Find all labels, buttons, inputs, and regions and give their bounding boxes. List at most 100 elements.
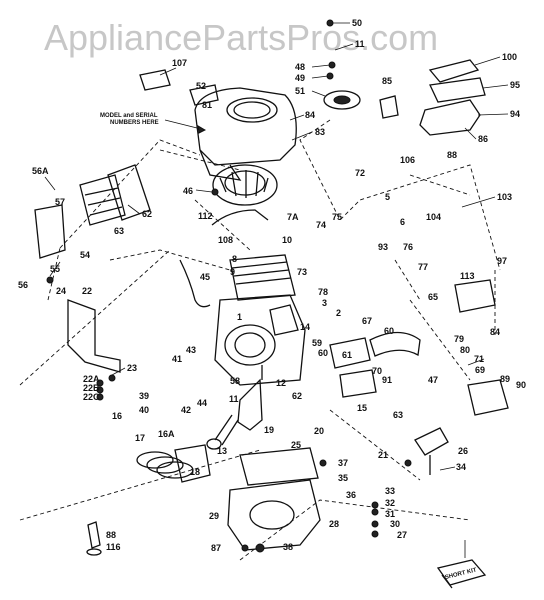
callout-label: 29 <box>209 511 219 521</box>
callout-label: 100 <box>502 52 517 62</box>
callout-label: 80 <box>460 345 470 355</box>
callout-label: 75 <box>332 212 342 222</box>
callout-label: 15 <box>357 403 367 413</box>
callout-label: 48 <box>295 62 305 72</box>
callout-label: 50 <box>352 18 362 28</box>
callout-label: 52 <box>196 81 206 91</box>
watermark: AppliancePartsPros.com <box>44 17 438 58</box>
callout-label: 35 <box>338 473 348 483</box>
callout-label: 85 <box>382 76 392 86</box>
callout-label: 42 <box>181 405 191 415</box>
callout-label: 6 <box>400 217 405 227</box>
callout-label: 84 <box>490 327 500 337</box>
callout-label: 108 <box>218 235 233 245</box>
callout-label: 62 <box>142 209 152 219</box>
callout-label: 88 <box>447 150 457 160</box>
callout-label: 9 <box>230 267 235 277</box>
callout-label: 23 <box>127 363 137 373</box>
callout-label: 61 <box>342 350 352 360</box>
callout-label: 16A <box>158 429 175 439</box>
callout-label: 26 <box>458 446 468 456</box>
callout-label: 65 <box>428 292 438 302</box>
callout-label: 27 <box>397 530 407 540</box>
callout-label: 22C <box>83 392 100 402</box>
callout-label: 71 <box>474 354 484 364</box>
callout-label: 69 <box>475 365 485 375</box>
callout-label: 11 <box>229 394 239 404</box>
callout-label: 67 <box>362 316 372 326</box>
callout-label: 81 <box>202 100 212 110</box>
callout-label: 25 <box>291 440 301 450</box>
callout-label: 84 <box>305 110 315 120</box>
model-note-line1: MODEL and SERIAL <box>100 113 158 119</box>
callout-label: 41 <box>172 354 182 364</box>
callout-label: 59 <box>312 338 322 348</box>
callout-label: 51 <box>295 86 305 96</box>
callout-label: 2 <box>336 308 341 318</box>
callout-label: 72 <box>355 168 365 178</box>
callout-label: 63 <box>114 226 124 236</box>
callout-label: 97 <box>497 256 507 266</box>
callout-label: 39 <box>139 391 149 401</box>
callout-label: 44 <box>197 398 207 408</box>
callout-label: 12 <box>276 378 286 388</box>
assembly-guide-lines <box>19 119 501 561</box>
callout-label: 45 <box>200 272 210 282</box>
callout-label: 58 <box>230 376 240 386</box>
model-note-line2: NUMBERS HERE <box>110 120 159 126</box>
callout-label: 106 <box>400 155 415 165</box>
callout-label: 1 <box>237 312 242 322</box>
callout-label: 7A <box>287 212 299 222</box>
callout-label: 91 <box>382 375 392 385</box>
callout-label: 56A <box>32 166 49 176</box>
callout-label: 103 <box>497 192 512 202</box>
callout-label: 49 <box>295 73 305 83</box>
callout-label: 24 <box>56 286 66 296</box>
callout-label: 87 <box>211 543 221 553</box>
callout-label: 93 <box>378 242 388 252</box>
callout-label: 116 <box>106 542 121 552</box>
callout-label: 33 <box>385 486 395 496</box>
callout-label: 60 <box>384 326 394 336</box>
callout-label: 3 <box>322 298 327 308</box>
callout-label: 38 <box>283 542 293 552</box>
callout-label: 70 <box>372 366 382 376</box>
callout-label: 34 <box>456 462 466 472</box>
callout-label: 46 <box>183 186 193 196</box>
callout-label: 36 <box>346 490 356 500</box>
callout-label: 17 <box>135 433 145 443</box>
callout-label: 47 <box>428 375 438 385</box>
callout-label: 73 <box>297 267 307 277</box>
callout-label: 8 <box>232 254 237 264</box>
callout-label: 54 <box>80 250 90 260</box>
callout-label: 88 <box>106 530 116 540</box>
callout-label: 107 <box>172 58 187 68</box>
callout-label: 79 <box>454 334 464 344</box>
callout-label: 21 <box>378 450 388 460</box>
callout-label: 78 <box>318 287 328 297</box>
callout-label: 11 <box>355 39 365 49</box>
callout-labels: 50 11 107 48 49 51 52 84 85 81 83 100 95… <box>18 18 526 553</box>
callout-label: 83 <box>315 127 325 137</box>
callout-label: 112 <box>198 211 213 221</box>
callout-label: 14 <box>300 322 310 332</box>
callout-label: 13 <box>217 446 227 456</box>
model-note: MODEL and SERIAL NUMBERS HERE <box>100 113 207 134</box>
callout-label: 40 <box>139 405 149 415</box>
callout-label: 86 <box>478 134 488 144</box>
callout-label: 43 <box>186 345 196 355</box>
callout-label: 90 <box>516 380 526 390</box>
parts-artwork <box>34 19 509 589</box>
callout-label: 77 <box>418 262 428 272</box>
callout-label: 19 <box>264 425 274 435</box>
callout-label: 32 <box>385 498 395 508</box>
callout-label: 62 <box>292 391 302 401</box>
callout-label: 22B <box>83 383 100 393</box>
callout-label: 94 <box>510 109 520 119</box>
callout-label: 16 <box>112 411 122 421</box>
leader-lines <box>44 22 509 558</box>
callout-label: 37 <box>338 458 348 468</box>
callout-label: 104 <box>426 212 441 222</box>
callout-label: 10 <box>282 235 292 245</box>
